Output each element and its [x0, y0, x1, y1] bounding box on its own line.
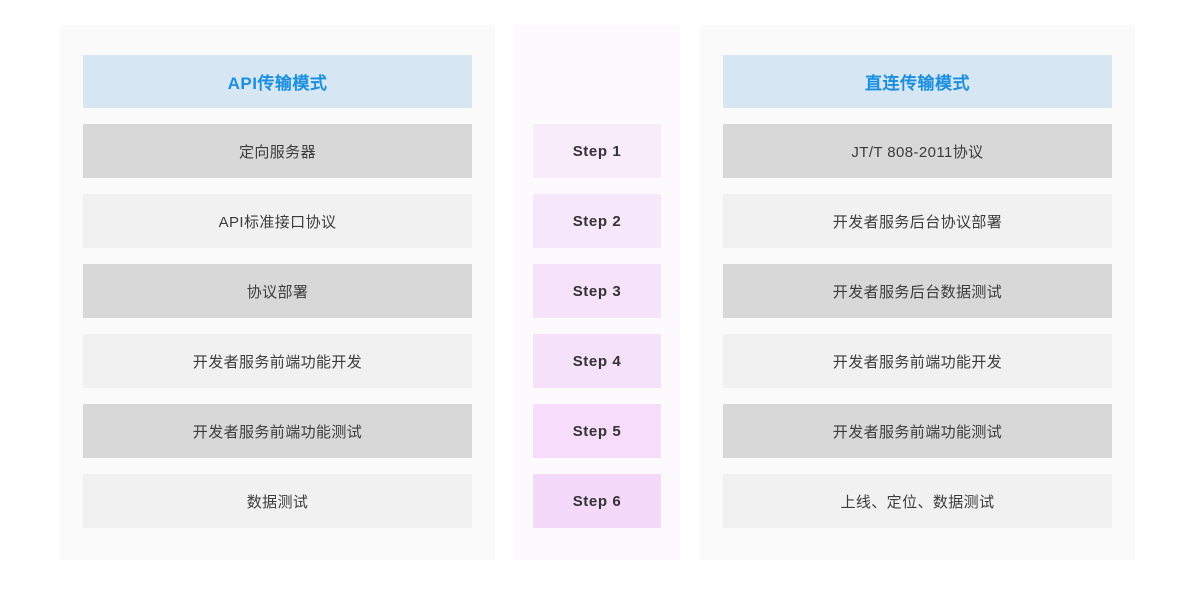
- step-item-6: Step 6: [533, 474, 661, 528]
- direct-mode-row-3: 开发者服务后台数据测试: [723, 264, 1112, 318]
- direct-mode-row-1: JT/T 808-2011协议: [723, 124, 1112, 178]
- step-item-1: Step 1: [533, 124, 661, 178]
- steps-stack: Step 1 Step 2 Step 3 Step 4 Step 5 Step …: [533, 124, 661, 528]
- step-item-2: Step 2: [533, 194, 661, 248]
- api-mode-row-2: API标准接口协议: [83, 194, 472, 248]
- column-header-api-mode: API传输模式: [83, 55, 472, 108]
- column-header-direct-mode: 直连传输模式: [723, 55, 1112, 108]
- api-mode-stack: API传输模式 定向服务器 API标准接口协议 协议部署 开发者服务前端功能开发…: [83, 55, 472, 528]
- step-item-5: Step 5: [533, 404, 661, 458]
- api-mode-row-3: 协议部署: [83, 264, 472, 318]
- direct-mode-row-6: 上线、定位、数据测试: [723, 474, 1112, 528]
- column-direct-mode: 直连传输模式 JT/T 808-2011协议 开发者服务后台协议部署 开发者服务…: [700, 25, 1135, 560]
- step-item-3: Step 3: [533, 264, 661, 318]
- direct-mode-row-5: 开发者服务前端功能测试: [723, 404, 1112, 458]
- api-mode-row-1: 定向服务器: [83, 124, 472, 178]
- column-steps: Step 1 Step 2 Step 3 Step 4 Step 5 Step …: [514, 25, 680, 560]
- direct-mode-row-2: 开发者服务后台协议部署: [723, 194, 1112, 248]
- direct-mode-row-4: 开发者服务前端功能开发: [723, 334, 1112, 388]
- api-mode-row-6: 数据测试: [83, 474, 472, 528]
- api-mode-row-4: 开发者服务前端功能开发: [83, 334, 472, 388]
- direct-mode-stack: 直连传输模式 JT/T 808-2011协议 开发者服务后台协议部署 开发者服务…: [723, 55, 1112, 528]
- step-item-4: Step 4: [533, 334, 661, 388]
- api-mode-row-5: 开发者服务前端功能测试: [83, 404, 472, 458]
- column-api-mode: API传输模式 定向服务器 API标准接口协议 协议部署 开发者服务前端功能开发…: [60, 25, 495, 560]
